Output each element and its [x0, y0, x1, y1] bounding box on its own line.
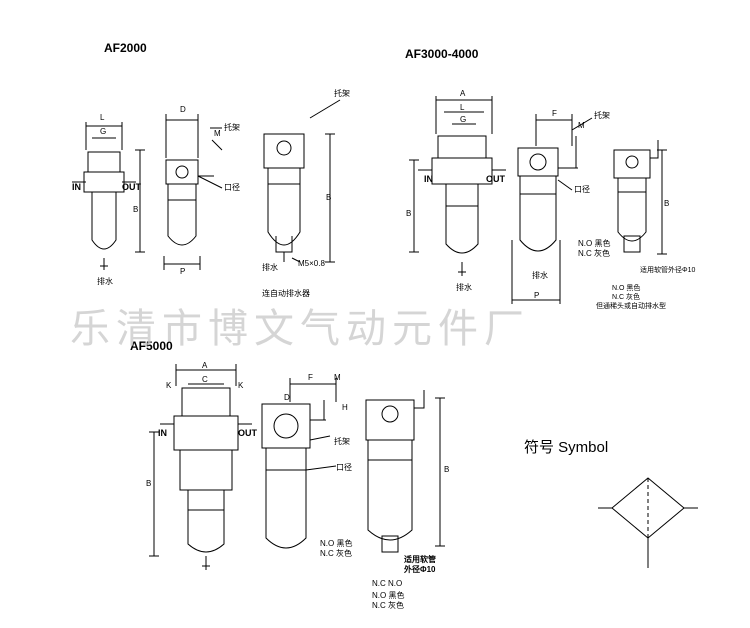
af3000-dim-p: P: [534, 291, 539, 300]
af5000-front-view: [149, 364, 252, 570]
af3000-in: IN: [424, 174, 433, 184]
af3000-no-black-2: N.O 黑色: [612, 283, 640, 292]
af3000-4000-title: AF3000-4000: [405, 47, 479, 61]
af2000-auto-drain-view: [263, 99, 341, 263]
af2000-bracket-2: 托架: [334, 88, 350, 98]
af3000-dim-a: A: [460, 89, 466, 98]
af3000-dim-b: B: [406, 209, 411, 218]
af2000-out: OUT: [122, 182, 142, 192]
af5000-hose-2: 外径Φ10: [404, 564, 436, 574]
af2000-m5: M5×0.8: [298, 259, 325, 268]
af3000-side-view: [511, 114, 593, 304]
af5000-bracket: 托架: [334, 436, 350, 446]
af2000-dim-b: B: [133, 205, 138, 214]
af2000-dim-b-2: B: [326, 193, 331, 202]
af5000-nc-gray-2: N.C 灰色: [372, 600, 404, 610]
af5000-side-view: [261, 378, 337, 549]
af5000-dim-h: H: [342, 403, 348, 412]
af5000-out: OUT: [238, 428, 258, 438]
af5000-hose-1: 适用软管: [404, 554, 436, 564]
af5000-ncno: N.C N.O: [372, 579, 402, 588]
af2000-dim-g: G: [100, 127, 106, 136]
af3000-bracket: 托架: [594, 110, 610, 120]
af5000-dim-d: D: [284, 393, 290, 402]
af5000-dim-a: A: [202, 361, 208, 370]
af3000-hose: 适用软管外径Φ10: [640, 265, 695, 274]
af5000-no-black: N.O 黑色: [320, 538, 352, 548]
af3000-dim-m: M: [578, 121, 585, 130]
af2000-auto-drain: 连自动排水器: [262, 288, 310, 298]
af2000-in: IN: [72, 182, 81, 192]
af3000-dim-l: L: [460, 103, 465, 112]
af5000-dim-c: C: [202, 375, 208, 384]
af2000-bracket: 托架: [224, 122, 240, 132]
af2000-front-view: [72, 122, 145, 270]
af2000-drain: 排水: [97, 276, 113, 286]
af3000-out: OUT: [486, 174, 506, 184]
af5000-dim-k-2: K: [238, 381, 244, 390]
af2000-port-diam: 口径: [224, 182, 240, 192]
symbol-label: 符号 Symbol: [524, 439, 608, 456]
af3000-port-diam: 口径: [574, 184, 590, 194]
af5000-dim-f: F: [308, 373, 313, 382]
af3000-dim-b-2: B: [664, 199, 669, 208]
af2000-drain-2: 排水: [262, 262, 278, 272]
af3000-drain: 排水: [456, 282, 472, 292]
af3000-dim-g: G: [460, 115, 466, 124]
af2000-dim-l: L: [100, 113, 105, 122]
af5000-port-diam: 口径: [336, 462, 352, 472]
watermark: 乐清市博文气动元件厂: [70, 307, 530, 351]
af2000-dim-m: M: [214, 129, 221, 138]
af5000-no-black-2: N.O 黑色: [372, 590, 404, 600]
af2000-dim-p: P: [180, 267, 185, 276]
af3000-nc-gray: N.C 灰色: [578, 248, 610, 258]
af3000-drain-2: 排水: [532, 270, 548, 280]
af2000-title: AF2000: [104, 41, 147, 55]
af5000-dim-b-2: B: [444, 465, 449, 474]
af2000-side-view: [163, 114, 223, 270]
af3000-auto-drain-type: 但通稀头或自动排水型: [596, 301, 666, 310]
af5000-dim-b: B: [146, 479, 151, 488]
af5000-dim-m: M: [334, 373, 341, 382]
af3000-front-view: [409, 96, 506, 276]
af2000-dim-d: D: [180, 105, 186, 114]
af3000-auto-drain-view: [613, 140, 667, 255]
af5000-auto-drain-view: [365, 390, 445, 553]
af3000-nc-gray-2: N.C 灰色: [612, 292, 640, 301]
af5000-title: AF5000: [130, 339, 173, 353]
af5000-nc-gray: N.C 灰色: [320, 548, 352, 558]
filter-symbol: [598, 477, 698, 568]
af5000-dim-k: K: [166, 381, 172, 390]
af3000-dim-f: F: [552, 109, 557, 118]
af3000-no-black: N.O 黑色: [578, 238, 610, 248]
af5000-in: IN: [158, 428, 167, 438]
